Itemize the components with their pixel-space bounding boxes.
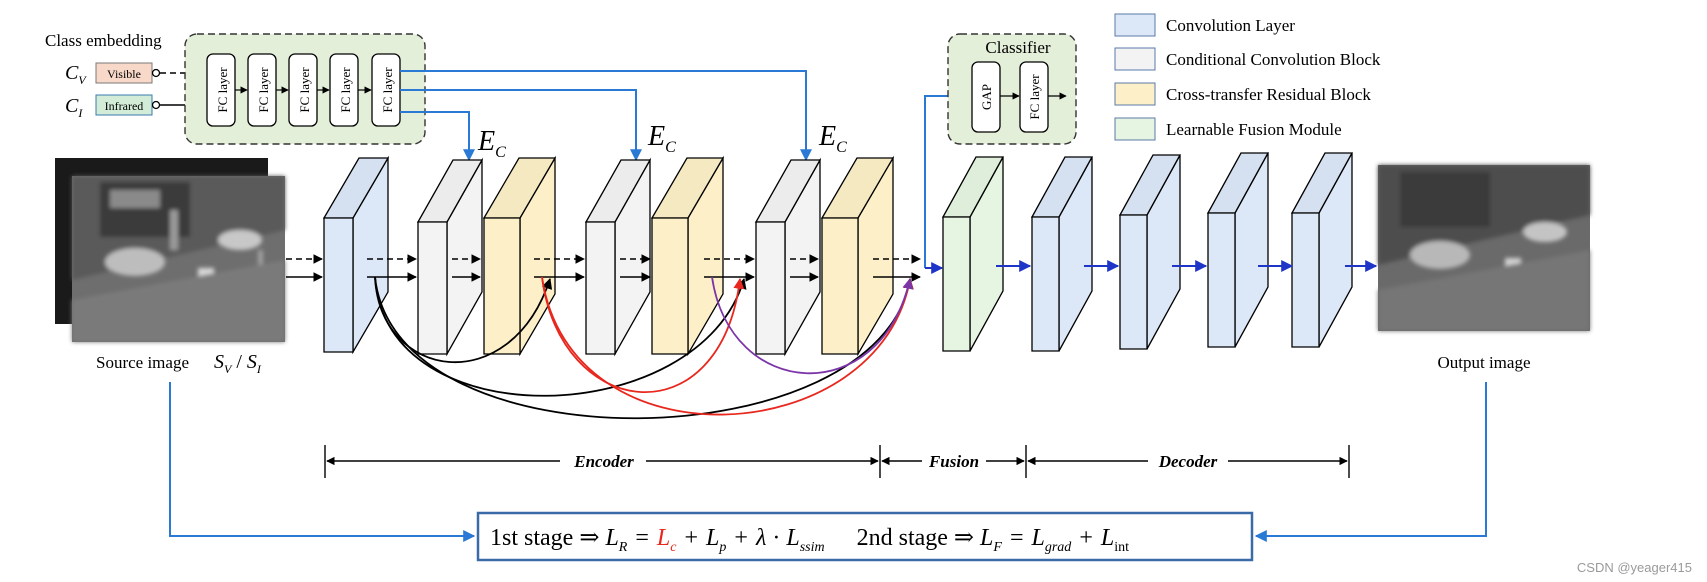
gap-label: GAP xyxy=(979,84,994,110)
ec-label-2: EC xyxy=(647,121,676,156)
conv-block-1-front xyxy=(323,217,354,353)
visible-node xyxy=(151,68,161,78)
cross-block-1 xyxy=(482,155,557,357)
visible-label: Visible xyxy=(107,67,141,81)
decoder-conv-2-front xyxy=(1119,214,1148,350)
legend-swatch-conv xyxy=(1114,13,1156,37)
fc-layer-1-label: FC layer xyxy=(215,67,230,113)
skip-curve-red-2 xyxy=(541,276,914,416)
gap-layer xyxy=(971,61,1001,133)
skip-connections xyxy=(374,276,914,420)
source-image-label: Source image xyxy=(96,353,189,372)
output-image-label: Output image xyxy=(1437,353,1530,372)
encoder-label: Encoder xyxy=(573,452,634,471)
cond-block-1-front xyxy=(417,221,448,355)
cond-block-3-front xyxy=(755,221,786,355)
section-markers: Encoder Fusion Decoder xyxy=(324,445,1350,478)
fusion-block-front xyxy=(942,216,971,352)
source-symbols: SV/SI xyxy=(214,351,262,376)
source-to-loss-line xyxy=(169,382,476,542)
ec-label-3: EC xyxy=(818,121,847,156)
ci-symbol: CI xyxy=(65,95,83,120)
skip-curve-3 xyxy=(374,276,914,420)
output-image: Output image xyxy=(1378,165,1590,372)
legend-label-fusion: Learnable Fusion Module xyxy=(1166,120,1342,139)
skip-curve-2 xyxy=(374,276,747,397)
decoder-conv-3 xyxy=(1206,152,1270,348)
loss-formula-box xyxy=(476,511,1254,562)
decoder-conv-3-front xyxy=(1207,212,1236,348)
decoder-conv-4-front xyxy=(1291,212,1320,348)
fc-layer-5-label: FC layer xyxy=(380,67,395,113)
class-embedding-group: Class embedding CV CI Visible Infrared F… xyxy=(45,31,426,145)
cond-block-2 xyxy=(584,157,652,357)
fusion-block xyxy=(941,156,1005,352)
skip-curve-red-1 xyxy=(541,276,745,393)
cross-block-3-front xyxy=(821,217,859,355)
watermark: CSDN @yeager415 xyxy=(1577,560,1692,575)
legend-swatch-cross xyxy=(1114,82,1156,106)
cross-block-1-front xyxy=(483,217,521,355)
decoder-label: Decoder xyxy=(1158,452,1218,471)
source-image-front xyxy=(72,176,285,342)
fc-layer-4-label: FC layer xyxy=(338,67,353,113)
cross-block-2-front xyxy=(651,217,689,355)
decoder-conv-1 xyxy=(1030,156,1094,352)
fc-layer-stack: FC layer FC layer FC layer FC layer FC l… xyxy=(206,53,401,127)
infrared-label: Infrared xyxy=(105,99,144,113)
cond-block-1 xyxy=(416,157,484,357)
fusion-label: Fusion xyxy=(928,452,979,471)
legend-label-cross: Cross-transfer Residual Block xyxy=(1166,85,1371,104)
legend-swatch-fusion xyxy=(1114,117,1156,141)
cond-block-3 xyxy=(754,157,822,357)
classifier-group: Classifier GAP FC layer xyxy=(947,33,1077,145)
class-embedding-title: Class embedding xyxy=(45,31,162,50)
source-image-stack: Source image SV/SI xyxy=(55,158,285,376)
cross-block-3 xyxy=(820,155,895,357)
decoder-conv-4 xyxy=(1290,152,1354,348)
legend-label-cond: Conditional Convolution Block xyxy=(1166,50,1381,69)
classifier-fc-label: FC layer xyxy=(1027,74,1042,120)
legend-label-conv: Convolution Layer xyxy=(1166,16,1295,35)
classifier-fc-layer xyxy=(1019,61,1049,133)
fc-layer-3-label: FC layer xyxy=(297,67,312,113)
conv-block-1 xyxy=(322,155,390,355)
classifier-title: Classifier xyxy=(985,38,1050,57)
cross-block-2 xyxy=(650,155,725,357)
output-to-loss-line xyxy=(1254,382,1487,542)
infrared-node xyxy=(151,100,161,110)
legend: Convolution Layer Conditional Convolutio… xyxy=(1114,13,1381,141)
ec-label-1: EC xyxy=(477,126,506,161)
layer-blocks xyxy=(322,152,1354,357)
cv-symbol: CV xyxy=(65,62,87,87)
legend-swatch-cond xyxy=(1114,47,1156,71)
skip-curve-purple xyxy=(711,276,914,375)
decoder-conv-1-front xyxy=(1031,216,1060,352)
fc-layer-2-label: FC layer xyxy=(256,67,271,113)
cond-block-2-front xyxy=(585,221,616,355)
decoder-conv-2 xyxy=(1118,154,1182,350)
